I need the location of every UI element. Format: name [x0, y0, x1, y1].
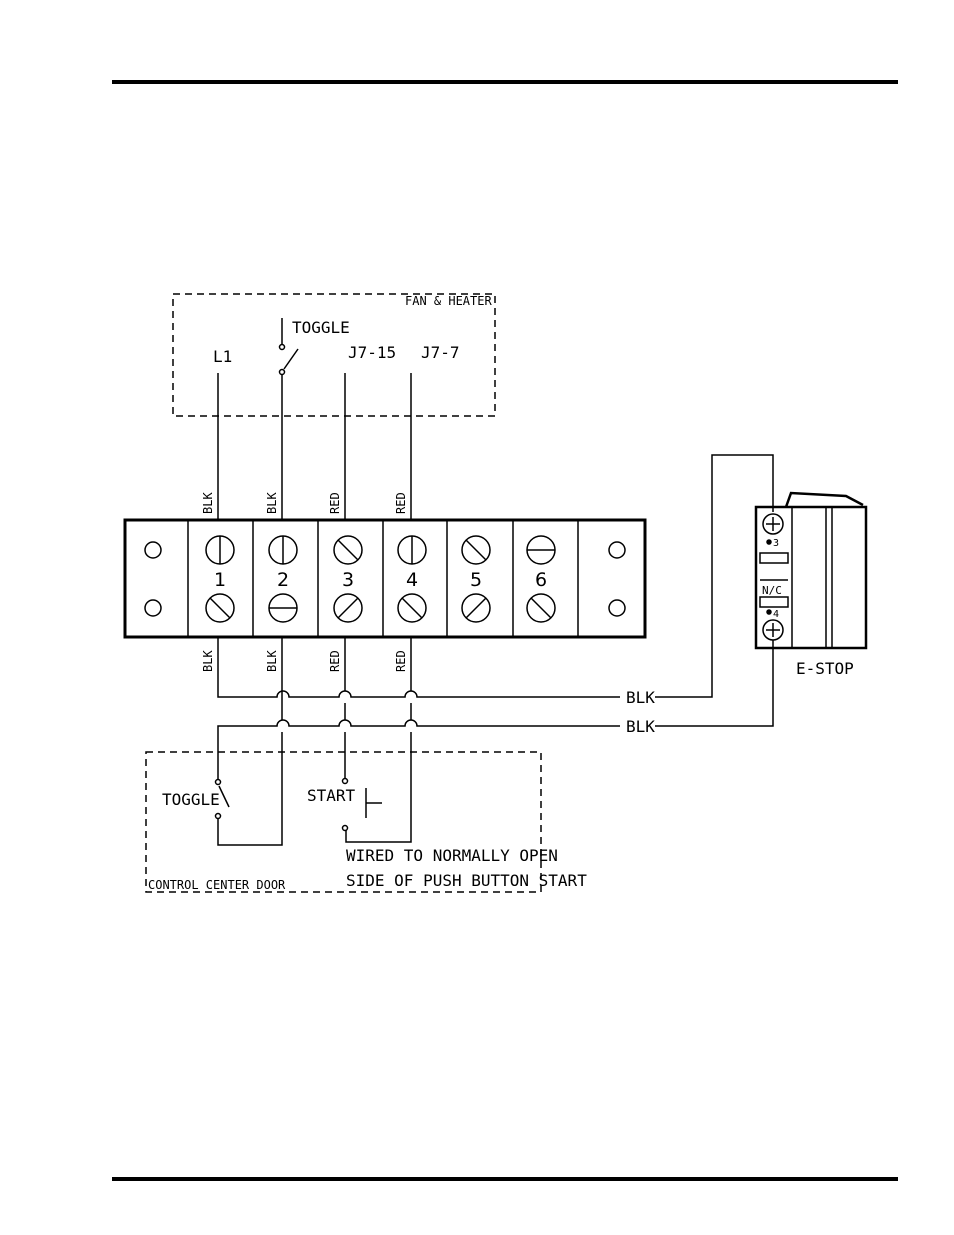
start-label: START — [307, 786, 356, 805]
j7-15-label: J7-15 — [348, 343, 396, 362]
l1-label: L1 — [213, 347, 232, 366]
terminal-number-2: 2 — [277, 569, 289, 591]
wire-color-bottom-3: RED — [328, 650, 342, 672]
terminal-block — [125, 520, 645, 637]
wire-color-top-3: RED — [328, 492, 342, 514]
estop-nc-label: N/C — [762, 584, 782, 597]
j7-7-label: J7-7 — [421, 343, 460, 362]
terminal-number-3: 3 — [342, 569, 354, 591]
wire-color-top-2: BLK — [265, 492, 279, 514]
terminal-number-4: 4 — [406, 569, 418, 591]
mount-hole — [609, 542, 625, 558]
control-door-label: CONTROL CENTER DOOR — [148, 878, 286, 892]
wire-estop-2 — [655, 640, 773, 726]
estop-device — [756, 493, 866, 648]
estop-terminal-4: 4 — [773, 609, 779, 620]
mount-hole — [145, 542, 161, 558]
estop-wire2-label: BLK — [626, 717, 655, 736]
fan-heater-label: FAN & HEATER — [405, 294, 492, 308]
terminal-screws — [206, 536, 555, 622]
wire-color-bottom-1: BLK — [201, 650, 215, 672]
terminal-number-6: 6 — [535, 569, 547, 591]
terminal-number-5: 5 — [470, 569, 482, 591]
estop-label: E-STOP — [796, 659, 854, 678]
wire-color-top-1: BLK — [201, 492, 215, 514]
estop-terminal-3: 3 — [773, 538, 779, 549]
estop-wire1-label: BLK — [626, 688, 655, 707]
terminal-number-1: 1 — [214, 569, 226, 591]
wire-color-top-4: RED — [394, 492, 408, 514]
wire-color-bottom-2: BLK — [265, 650, 279, 672]
door-toggle-label: TOGGLE — [162, 790, 220, 809]
wire-toggle-return — [218, 720, 620, 780]
mount-hole — [609, 600, 625, 616]
start-note-line2: SIDE OF PUSH BUTTON START — [346, 871, 587, 890]
mount-hole — [145, 600, 161, 616]
wire-color-bottom-4: RED — [394, 650, 408, 672]
fan-toggle-label: TOGGLE — [292, 318, 350, 337]
start-note-line1: WIRED TO NORMALLY OPEN — [346, 846, 558, 865]
